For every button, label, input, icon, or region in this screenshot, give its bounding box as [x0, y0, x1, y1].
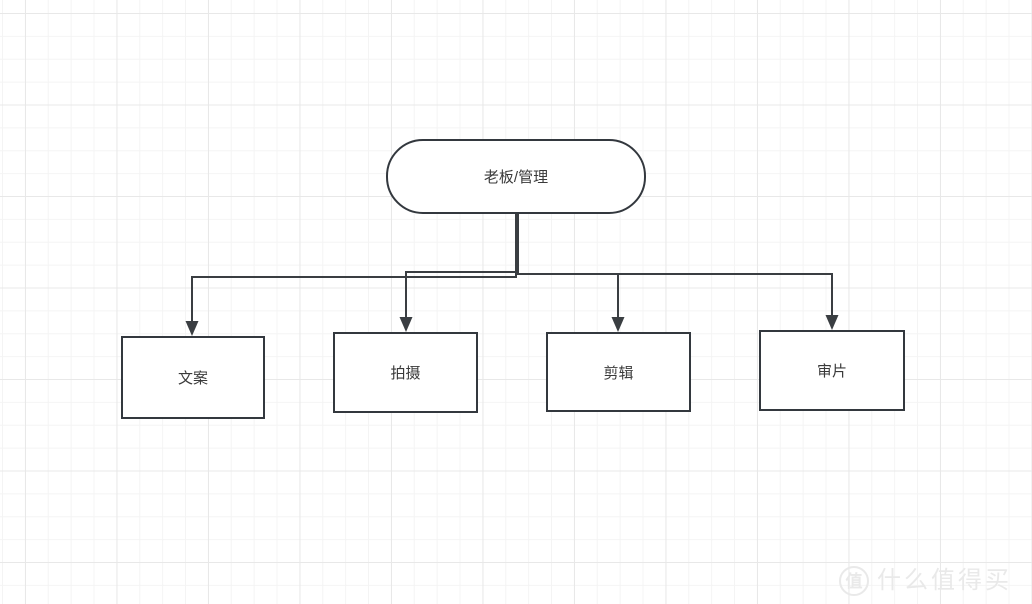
node-review-label: 审片 — [816, 363, 847, 380]
arrowhead-icon — [825, 315, 839, 330]
arrowhead-icon — [185, 321, 199, 336]
edge-root-to-box1 — [191, 214, 517, 322]
smzdm-logo-icon: 值 — [839, 566, 869, 596]
edge-root-to-box3 — [516, 214, 619, 318]
node-editing-label: 剪辑 — [603, 364, 634, 382]
smzdm-watermark: 值 什么值得买 — [839, 566, 1012, 596]
arrowhead-icon — [611, 317, 625, 332]
node-review[interactable]: 审片 — [759, 330, 905, 411]
smzdm-logo-char: 值 — [845, 571, 863, 591]
edge-root-to-box2 — [405, 214, 519, 318]
smzdm-watermark-text: 什么值得买 — [877, 567, 1012, 594]
node-root-label: 老板/管理 — [483, 169, 549, 186]
node-editing[interactable]: 剪辑 — [546, 332, 691, 412]
node-root[interactable]: 老板/管理 — [386, 139, 646, 214]
node-copywriting-label: 文案 — [177, 370, 208, 387]
edge-root-to-box4 — [516, 214, 833, 316]
node-copywriting[interactable]: 文案 — [121, 336, 265, 419]
node-shooting[interactable]: 拍摄 — [333, 332, 478, 413]
node-shooting-label: 拍摄 — [390, 365, 421, 382]
arrowhead-icon — [399, 317, 413, 332]
